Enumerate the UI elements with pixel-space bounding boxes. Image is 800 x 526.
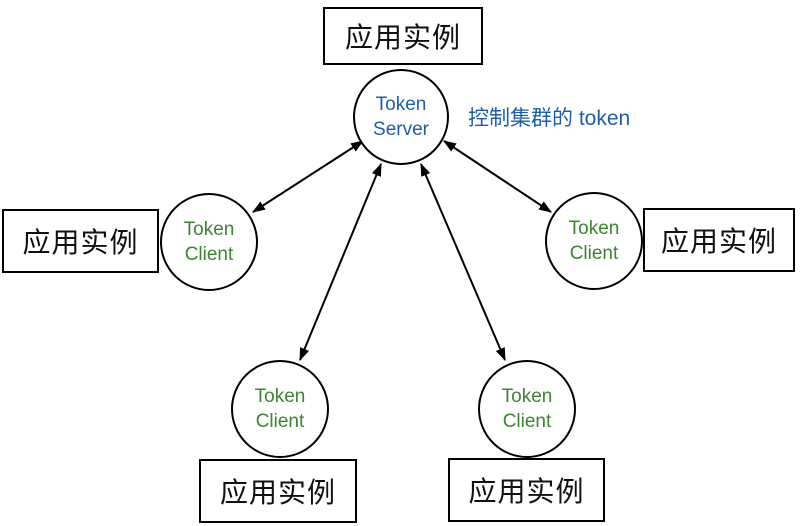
app-instance-label: 应用实例	[468, 476, 585, 507]
app-instance-label: 应用实例	[219, 477, 336, 508]
token-client-node-left: Token Client	[160, 193, 258, 291]
token-client-label-line2: Client	[184, 244, 234, 265]
token-client-label-line1: Token	[568, 217, 620, 239]
token-client-label-line2: Client	[569, 243, 619, 264]
edge-server-client-bottom-left	[299, 162, 382, 362]
cluster-token-annotation: 控制集群的 token	[468, 107, 631, 130]
token-client-node-bottom-right: Token Client	[478, 360, 576, 458]
token-client-label-line1: Token	[183, 218, 235, 240]
app-instance-label: 应用实例	[22, 227, 139, 258]
token-client-label-line1: Token	[501, 385, 553, 407]
token-server-label-line2: Server	[373, 119, 429, 140]
app-instance-box-top: 应用实例	[323, 7, 483, 65]
app-instance-box-bottom-right: 应用实例	[448, 458, 605, 522]
edge-server-client-right	[443, 140, 552, 213]
app-instance-label: 应用实例	[660, 226, 777, 257]
token-client-label-line1: Token	[254, 385, 306, 407]
app-instance-label: 应用实例	[344, 22, 461, 53]
app-instance-box-right: 应用实例	[643, 208, 795, 272]
token-server-node: Token Server	[353, 69, 449, 165]
token-client-node-bottom-left: Token Client	[231, 360, 329, 458]
token-client-node-right: Token Client	[545, 192, 643, 290]
token-client-label-line2: Client	[502, 411, 552, 432]
token-client-label-line2: Client	[255, 411, 305, 432]
token-server-label-line1: Token	[375, 93, 427, 115]
edge-server-client-left	[252, 140, 364, 213]
app-instance-box-left: 应用实例	[2, 209, 159, 273]
app-instance-box-bottom-left: 应用实例	[199, 459, 357, 523]
edge-server-client-bottom-right	[420, 163, 506, 361]
